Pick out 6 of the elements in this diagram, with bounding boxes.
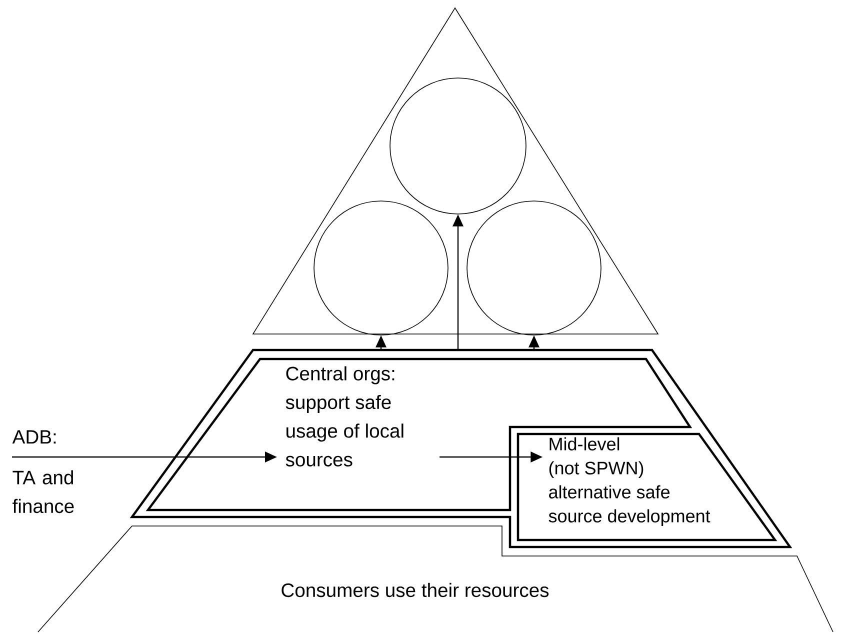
side-text: ADB: TA and finance xyxy=(12,430,74,514)
trapezoid-panel: Mid-level (not SPWN) alternative safe source development xyxy=(516,432,778,542)
circle xyxy=(466,200,602,336)
circle xyxy=(390,78,526,214)
base-region: Consumers use their resources xyxy=(38,526,834,632)
circle xyxy=(314,200,448,336)
